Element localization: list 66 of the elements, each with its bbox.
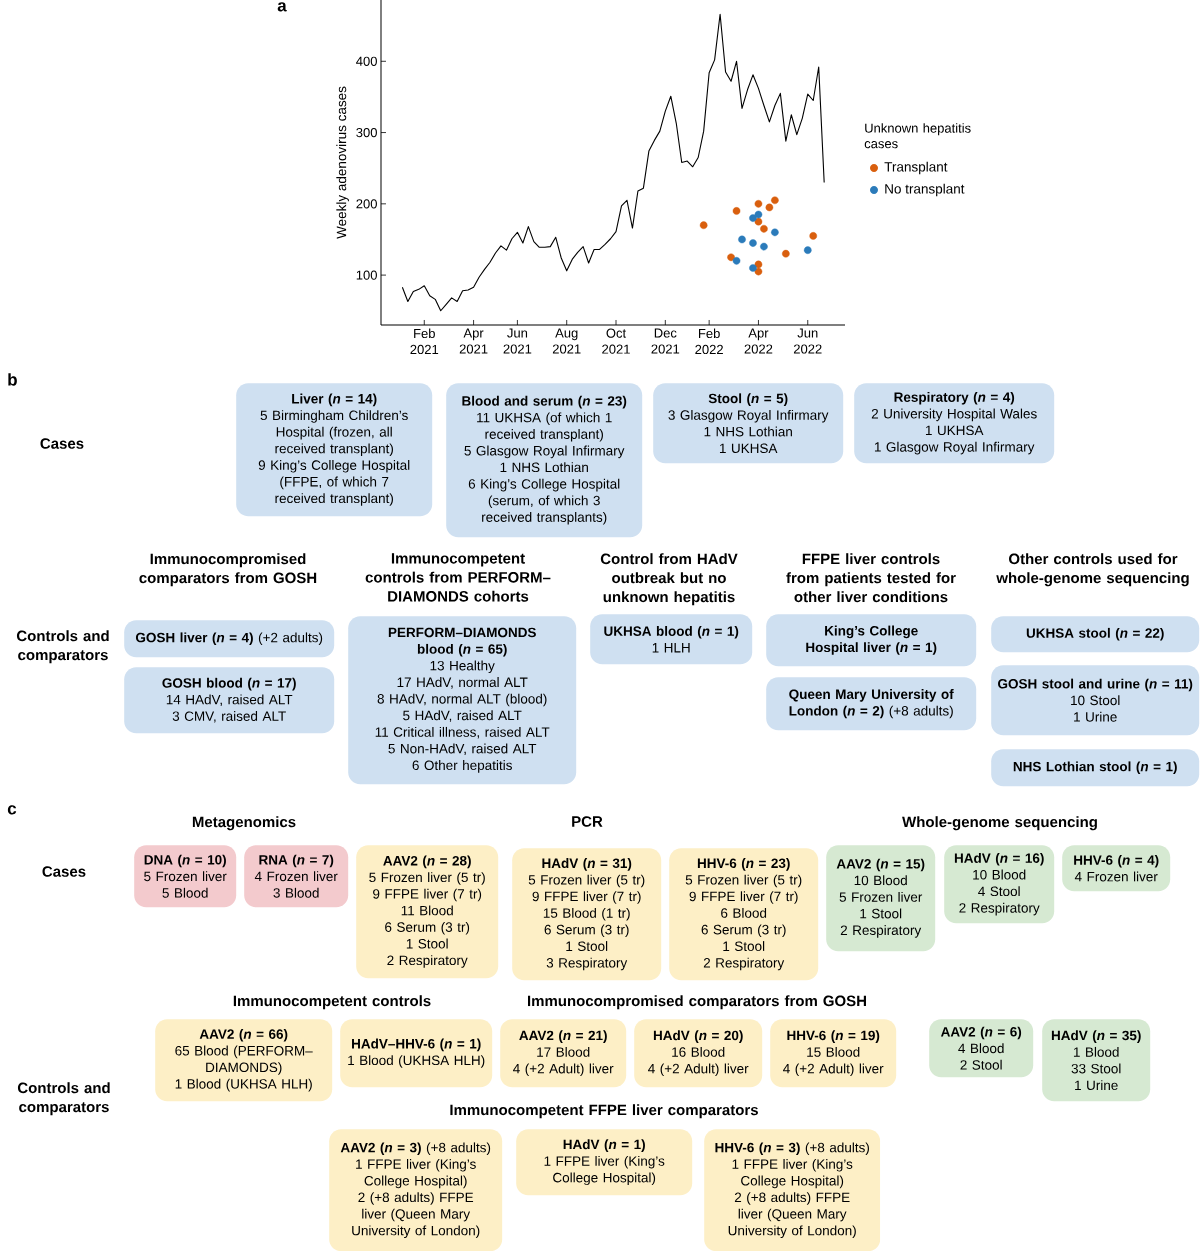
legend-label: No transplant (885, 183, 965, 197)
sample-box: Stool (n = 5) 3 Glasgow Royal Infirmary 1 NHS Lothian 1 UKHSA (653, 383, 844, 464)
sample-box: HHV-6 (n = 19) 15 Blood 4 (+2 Adult) liver (770, 1019, 897, 1088)
sample-box: GOSH stool and urine (n = 11) 10 Stool 1 Urine (991, 665, 1200, 736)
y-tick-label: 300 (356, 127, 377, 138)
sample-box: AAV2 (n = 28) 5 Frozen liver (5 tr) 9 FFPE liver (7 tr) 11 Blood 6 Serum (3 tr) 1 Stool 2 Respiratory (356, 845, 499, 979)
sample-box: Liver (n = 14) 5 Birmingham Children’s Hospital (frozen, all received transplant) 9 King’s College Hospital (FFPE, of which 7 received transplant) (236, 383, 433, 517)
x-tick-label: Jun 2022 (793, 328, 822, 354)
row-label: Cases (42, 866, 86, 877)
y-axis-title: Weekly adenovirus cases (336, 86, 349, 239)
sample-box: HAdV (n = 1) 1 FFPE liver (King’s College Hospital) (516, 1129, 693, 1196)
sample-box: AAV2 (n = 3) (+8 adults) 1 FFPE liver (King’s College Hospital) 2 (+8 adults) FFPE liver (Queen Mary University of London) (329, 1129, 503, 1251)
x-tick-label: Apr 2022 (744, 328, 773, 354)
group-heading: PCR (572, 816, 603, 827)
sample-box: GOSH blood (n = 17) 14 HAdV, raised ALT 3 CMV, raised ALT (124, 667, 335, 734)
sample-box: AAV2 (n = 66) 65 Blood (PERFORM–DIAMONDS) 1 Blood (UKHSA HLH) (155, 1019, 333, 1102)
sample-box: HHV-6 (n = 3) (+8 adults) 1 FFPE liver (King’s College Hospital) 2 (+8 adults) FFPE liver (Queen Mary University of London) (704, 1129, 881, 1251)
row-label: Controls and comparators (17, 1082, 110, 1116)
sample-box: AAV2 (n = 6) 4 Blood 2 Stool (929, 1019, 1034, 1078)
panel-letter: b (8, 373, 17, 386)
x-tick-label: Feb 2022 (695, 328, 723, 355)
group-heading: Immunocompetent controls (233, 995, 431, 1010)
sample-box: HAdV–HHV-6 (n = 1) 1 Blood (UKHSA HLH) (340, 1019, 493, 1088)
sample-box: HAdV (n = 35) 1 Blood 33 Stool 1 Urine (1042, 1019, 1151, 1102)
sample-box: Respiratory (n = 4) 2 University Hospital Wales 1 UKHSA 1 Glasgow Royal Infirmary (854, 383, 1055, 464)
row-label: Cases (40, 438, 84, 449)
sample-box: Queen Mary University of London (n = 2) (+8 adults) (766, 677, 977, 731)
sample-box: NHS Lothian stool (n = 1) (991, 749, 1200, 787)
panel-letter: c (7, 805, 17, 815)
sample-box: GOSH liver (n = 4) (+2 adults) (124, 620, 335, 658)
sample-box: King’s College Hospital liver (n = 1) (766, 614, 977, 667)
group-heading: Control from HAdV outbreak but no unknown hepatitis (600, 553, 738, 606)
sample-box: AAV2 (n = 21) 17 Blood 4 (+2 Adult) liver (500, 1019, 627, 1088)
x-tick-label: Feb 2021 (410, 328, 439, 355)
sample-box: Blood and serum (n = 23) 11 UKHSA (of which 1 received transplant) 5 Glasgow Royal Infirmary 1 NHS Lothian 6 King’s College Hospital (serum, of which 3 received transplants) (446, 383, 643, 538)
x-tick-label: Apr 2021 (459, 328, 488, 354)
group-heading: Other controls used for whole-genome sequencing (996, 553, 1189, 587)
group-heading: Metagenomics (192, 816, 296, 831)
row-label: Controls and comparators (16, 630, 109, 664)
legend-title: Unknown hepatitis cases (864, 123, 971, 149)
group-heading: Immunocompetent FFPE liver comparators (450, 1104, 758, 1119)
x-tick-label: Aug 2021 (552, 328, 581, 354)
group-heading: FFPE liver controls from patients tested for other liver conditions (786, 553, 956, 603)
group-heading: Immunocompromised comparators from GOSH (139, 553, 317, 587)
group-heading: Whole-genome sequencing (902, 816, 1097, 831)
group-heading: Immunocompetent controls from PERFORM–DIAMONDS cohorts (365, 553, 551, 602)
sample-box: RNA (n = 7) 4 Frozen liver 3 Blood (244, 845, 349, 908)
sample-box: AAV2 (n = 15) 10 Blood 5 Frozen liver 1 Stool 2 Respiratory (826, 845, 936, 952)
sample-box: DNA (n = 10) 5 Frozen liver 5 Blood (134, 845, 237, 908)
legend-label: Transplant (884, 161, 948, 175)
x-tick-label: Dec 2021 (651, 328, 680, 354)
sample-box: HHV-6 (n = 4) 4 Frozen liver (1062, 845, 1171, 892)
group-heading: Immunocompromised comparators from GOSH (528, 995, 866, 1010)
sample-box: UKHSA stool (n = 22) (991, 616, 1200, 653)
sample-box: HAdV (n = 31) 5 Frozen liver (5 tr) 9 FFPE liver (7 tr) 15 Blood (1 tr) 6 Serum (3 tr) 1 Stool 3 Respiratory (512, 848, 662, 981)
sample-box: HAdV (n = 20) 16 Blood 4 (+2 Adult) liver (634, 1019, 763, 1088)
x-tick-label: Jun 2021 (503, 328, 532, 354)
y-tick-label: 400 (356, 56, 377, 66)
sample-box: HAdV (n = 16) 10 Blood 4 Stool 2 Respiratory (944, 845, 1055, 924)
sample-box: PERFORM–DIAMONDS blood (n = 65) 13 Healthy 17 HAdV, normal ALT 8 HAdV, normal ALT (blood) 5 HAdV, raised ALT 11 Critical illness, raised ALT 5 Non-HAdV, raised ALT 6 Other hepatitis (348, 616, 577, 785)
panel-letter: a (277, 2, 287, 12)
sample-box: HHV-6 (n = 23) 5 Frozen liver (5 tr) 9 FFPE liver (7 tr) 6 Blood 6 Serum (3 tr) 1 Stool 2 Respiratory (669, 848, 819, 981)
y-tick-label: 200 (356, 199, 377, 209)
sample-box: UKHSA blood (n = 1) 1 HLH (590, 614, 753, 665)
y-tick-label: 100 (356, 270, 377, 280)
x-tick-label: Oct 2021 (602, 328, 630, 354)
